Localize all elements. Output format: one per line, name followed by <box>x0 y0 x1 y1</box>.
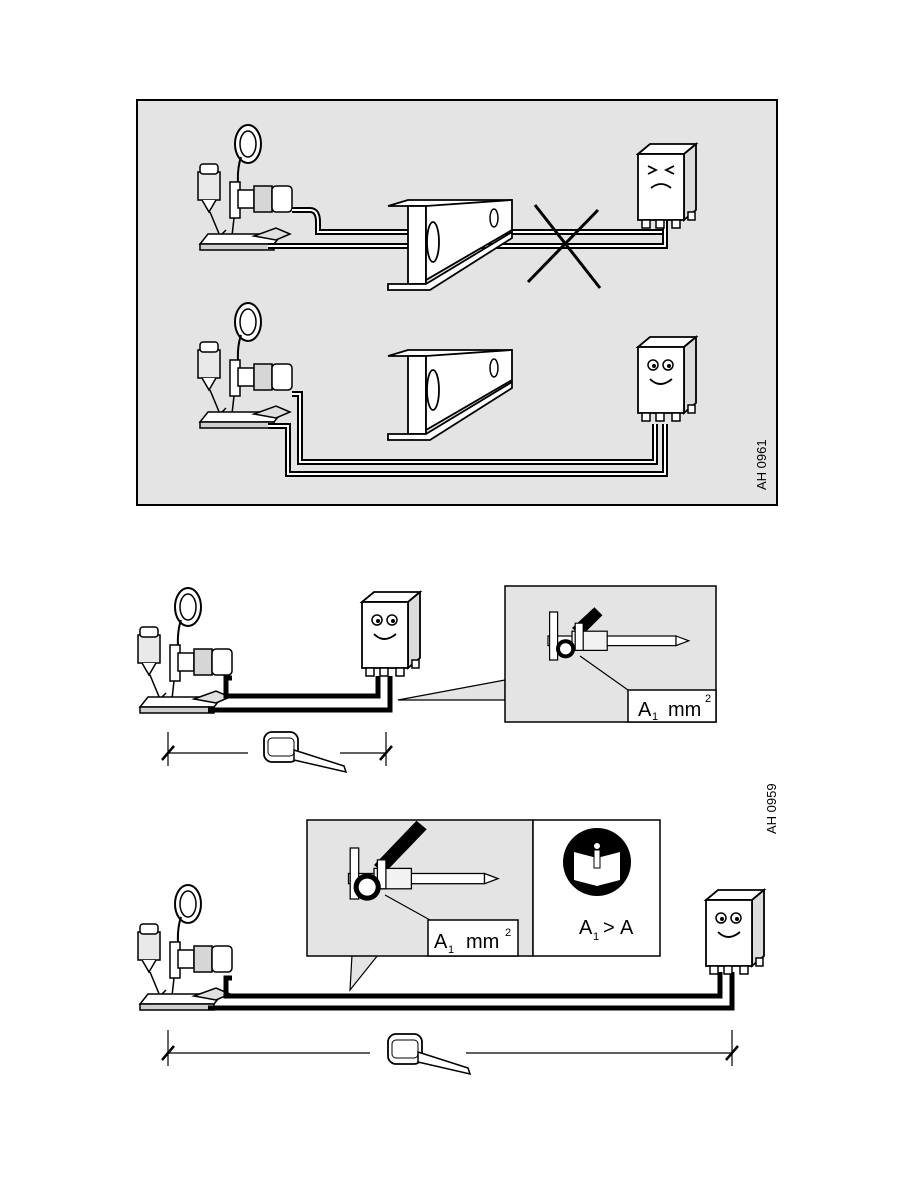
figure-code: AH 0961 <box>754 439 769 490</box>
short-cable-setup: A 1 mm 2 <box>138 586 716 772</box>
callout-pointer <box>398 680 505 700</box>
manual-info-icon <box>563 828 631 896</box>
area-unit: mm <box>466 931 499 953</box>
comparison-rhs: A <box>620 917 634 939</box>
power-source-sad-icon <box>638 144 696 228</box>
welding-torch-icon <box>138 588 232 713</box>
welding-torch-icon <box>138 885 232 1010</box>
figure-2: A 1 mm 2 <box>138 586 779 1074</box>
area-unit-superscript: 2 <box>705 693 711 705</box>
figure-1: AH 0961 <box>137 100 777 505</box>
figure-code: AH 0959 <box>764 783 779 834</box>
power-source-happy-icon <box>706 890 764 974</box>
power-source-happy-icon <box>638 337 696 421</box>
power-source-happy-icon <box>362 592 420 676</box>
area-unit-superscript: 2 <box>505 927 511 939</box>
area-subscript: 1 <box>652 711 658 723</box>
callout-pointer <box>350 955 378 990</box>
area-subscript: 1 <box>448 944 454 956</box>
short-length-dimension <box>162 732 392 772</box>
long-cable-setup: A 1 mm 2 A 1 > A <box>138 820 764 1074</box>
comparison-operator: > <box>603 917 615 939</box>
area-symbol: A <box>434 931 448 953</box>
comparison-lhs-subscript: 1 <box>593 931 599 943</box>
tape-measure-icon <box>264 732 346 772</box>
area-symbol: A <box>638 699 652 721</box>
comparison-lhs: A <box>579 917 593 939</box>
area-unit: mm <box>668 699 701 721</box>
tape-measure-icon <box>388 1034 470 1074</box>
long-length-dimension <box>162 1030 738 1074</box>
